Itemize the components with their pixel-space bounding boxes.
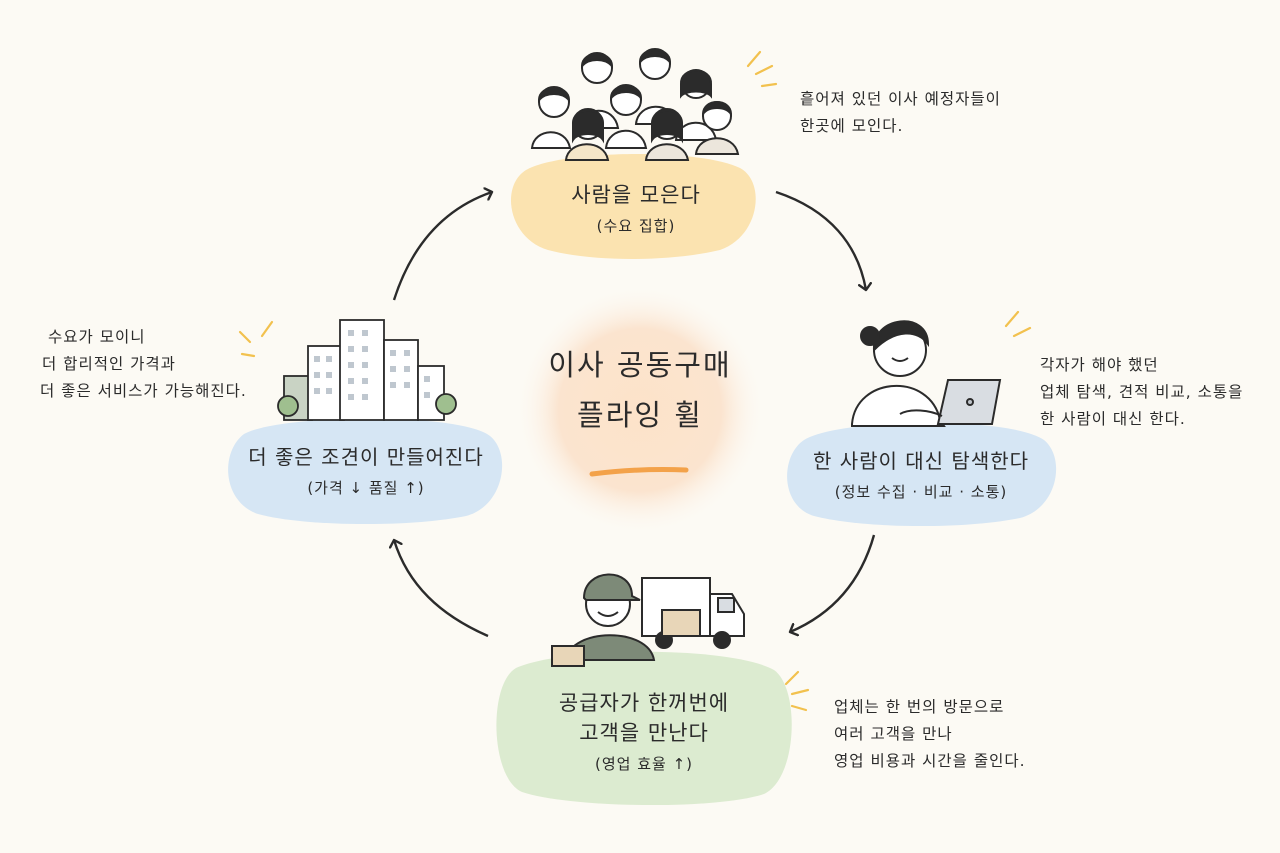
right-node-blob — [787, 422, 1057, 527]
arrow-top-to-right — [775, 190, 866, 290]
bottom-node-subtitle: (영업 효율 ↑) — [594, 755, 693, 773]
center-underline — [589, 467, 689, 477]
top-note-line: 한곳에 모인다. — [800, 117, 904, 135]
right-note-line: 각자가 해야 했던 — [1040, 356, 1159, 374]
left-note-line: 수요가 모이니 — [48, 328, 146, 346]
bottom-node: 공급자가 한꺼번에 고객을 만난다 (영업 효율 ↑) — [506, 668, 782, 796]
left-note: 수요가 모이니 더 합리적인 가격과 더 좋은 서비스가 가능해진다. — [40, 324, 247, 405]
bottom-node-blob — [496, 651, 792, 806]
arrow-right-to-bottom — [790, 534, 876, 632]
flywheel-title: 이사 공동구매 플라잉 휠 — [520, 340, 760, 440]
crowd-illustration-icon — [530, 48, 740, 161]
left-note-line: 더 좋은 서비스가 가능해진다. — [40, 382, 247, 400]
right-node: 한 사람이 대신 탐색한다 (정보 수집 · 비교 · 소통) — [790, 432, 1052, 518]
right-note: 각자가 해야 했던 업체 탐색, 견적 비교, 소통을 한 사람이 대신 한다. — [1040, 352, 1243, 433]
sparkle-left-icon — [238, 320, 274, 358]
bottom-node-title-line2: 고객을 만난다 — [579, 721, 709, 745]
right-note-line: 업체 탐색, 견적 비교, 소통을 — [1040, 383, 1244, 401]
top-node-blob — [510, 153, 756, 259]
sparkle-top-icon — [746, 50, 778, 88]
top-node: 사람을 모은다 (수요 집합) — [516, 166, 756, 252]
person-with-laptop-illustration-icon — [851, 320, 1002, 427]
sparkle-right-icon — [1004, 310, 1032, 338]
top-note: 흩어져 있던 이사 예정자들이 한곳에 모인다. — [800, 86, 1001, 140]
bottom-note: 업체는 한 번의 방문으로 여러 고객을 만나 영업 비용과 시간을 줄인다. — [834, 694, 1026, 775]
left-node-title: 더 좋은 조견이 만들어진다 — [248, 445, 484, 469]
bottom-node-title-line1: 공급자가 한꺼번에 — [558, 691, 730, 715]
right-note-line: 한 사람이 대신 한다. — [1040, 410, 1186, 428]
arrow-left-to-top — [392, 192, 492, 301]
bottom-note-line: 업체는 한 번의 방문으로 — [834, 698, 1005, 716]
flywheel-title-line2: 플라잉 휠 — [577, 398, 703, 432]
top-node-title: 사람을 모은다 — [571, 183, 701, 207]
flywheel-title-line1: 이사 공동구매 — [548, 348, 732, 382]
bottom-note-line: 여러 고객을 만나 — [834, 725, 953, 743]
sparkle-bottom-icon — [784, 670, 810, 712]
left-node: 더 좋은 조견이 만들어진다 (가격 ↓ 품질 ↑) — [232, 426, 500, 516]
bottom-note-line: 영업 비용과 시간을 줄인다. — [834, 752, 1026, 770]
left-note-line: 더 합리적인 가격과 — [42, 355, 176, 373]
right-node-subtitle: (정보 수집 · 비교 · 소통) — [834, 483, 1008, 501]
left-node-subtitle: (가격 ↓ 품질 ↑) — [307, 479, 425, 497]
arrow-bottom-to-left — [394, 540, 489, 638]
delivery-worker-with-truck-illustration-icon — [551, 573, 745, 667]
right-node-title: 한 사람이 대신 탐색한다 — [812, 449, 1030, 473]
top-node-subtitle: (수요 집합) — [596, 217, 676, 235]
top-note-line: 흩어져 있던 이사 예정자들이 — [800, 90, 1001, 108]
left-node-blob — [228, 418, 503, 525]
apartment-buildings-illustration-icon — [277, 319, 457, 421]
center-glow — [515, 285, 765, 535]
